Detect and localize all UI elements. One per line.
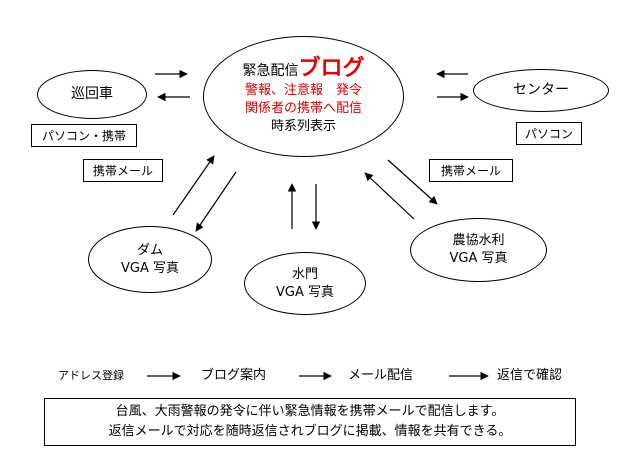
patrol-car-node: 巡回車 — [37, 70, 147, 119]
flow-step-address-registration: アドレス登録 — [58, 369, 124, 382]
pc-mobile-label: パソコン・携帯 — [41, 129, 126, 143]
arrow-center-to-agri — [387, 159, 438, 205]
blog-title: 緊急配信ブログ — [242, 55, 365, 82]
mobile-mail-right-box: 携帯メール — [429, 159, 513, 182]
agri-water-node: 農協水利 VGA 写真 — [410, 218, 547, 282]
explanation-line-2: 返信メールで対応を随時返信されブログに掲載、情報を共有できる。 — [108, 424, 512, 439]
agri-water-label: 農協水利 — [452, 233, 505, 248]
arrow-agri-to-center — [364, 172, 415, 220]
explanation-line-1: 台風、大雨警報の発令に伴い緊急情報を携帯メールで配信します。 — [115, 404, 505, 419]
pc-label: パソコン — [524, 127, 573, 141]
center-office-label: センター — [513, 82, 569, 98]
arrow-center-to-dam — [195, 171, 237, 232]
arrow-dam-to-center — [172, 155, 215, 216]
emergency-blog-node: 緊急配信ブログ 警報、注意報 発令 関係者の携帯へ配信 時系列表示 — [203, 36, 404, 157]
mobile-mail-right-label: 携帯メール — [440, 164, 501, 178]
blog-line-timeline: 時系列表示 — [270, 118, 336, 134]
water-gate-node: 水門 VGA 写真 — [244, 252, 366, 315]
flow-step-mail-delivery: メール配信 — [348, 368, 414, 383]
agri-water-photo-label: VGA 写真 — [449, 251, 508, 266]
blog-title-brand: ブログ — [298, 55, 365, 81]
water-gate-label: 水門 — [291, 266, 318, 282]
blog-title-prefix: 緊急配信 — [242, 62, 299, 79]
center-office-node: センター — [473, 69, 609, 112]
flow-step-reply-confirm: 返信で確認 — [497, 368, 563, 383]
patrol-car-label: 巡回車 — [71, 86, 113, 102]
pc-mobile-label-box: パソコン・携帯 — [31, 124, 137, 147]
blog-line-delivery: 関係者の携帯へ配信 — [244, 100, 362, 116]
pc-label-box: パソコン — [516, 122, 582, 145]
dam-label: ダム — [136, 242, 163, 258]
mobile-mail-left-box: 携帯メール — [83, 159, 163, 182]
blog-line-warnings: 警報、注意報 発令 — [244, 82, 362, 98]
mobile-mail-left-label: 携帯メール — [92, 164, 153, 178]
water-gate-photo-label: VGA 写真 — [276, 284, 334, 300]
dam-node: ダム VGA 写真 — [88, 226, 212, 293]
dam-photo-label: VGA 写真 — [121, 260, 179, 276]
explanation-box: 台風、大雨警報の発令に伴い緊急情報を携帯メールで配信します。 返信メールで対応を… — [44, 398, 576, 446]
flow-step-blog-guide: ブログ案内 — [201, 368, 267, 383]
